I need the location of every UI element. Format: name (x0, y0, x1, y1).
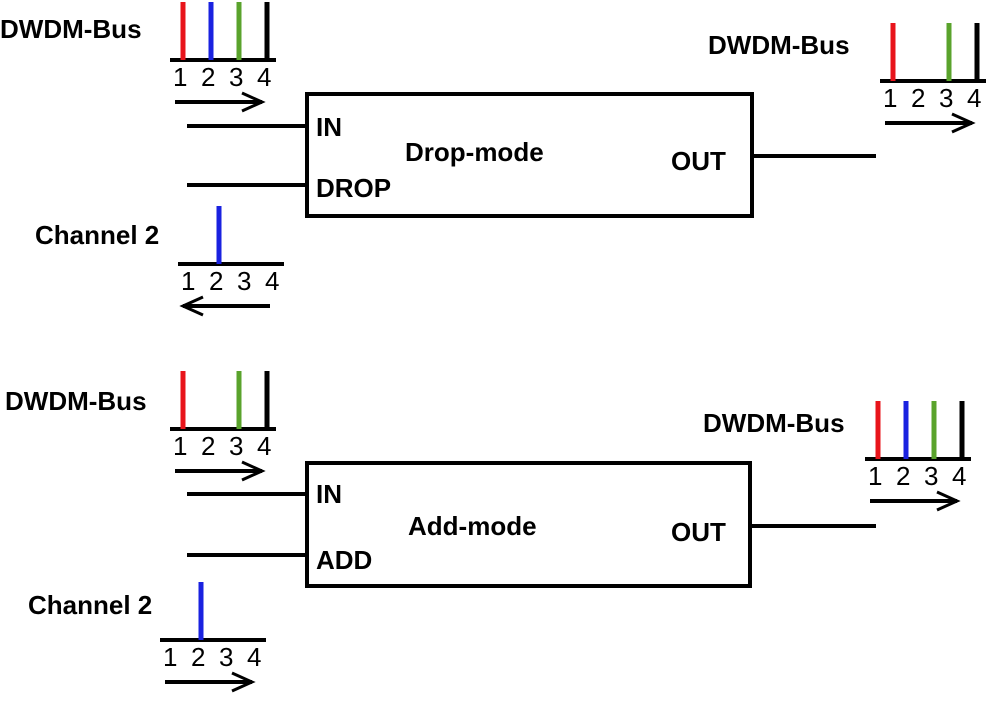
drop-mode-title: Drop-mode (405, 137, 544, 167)
drop-output-bus-label: DWDM-Bus (708, 30, 850, 60)
add-mode-title: Add-mode (408, 511, 537, 541)
drop-input-bus-channel-number: 3 (229, 62, 243, 92)
add-output-bus-direction-arrow-head (936, 490, 961, 512)
add-channel-bus-channel-number: 1 (163, 642, 177, 672)
drop-channel-label: Channel 2 (35, 220, 159, 250)
add-channel-bus-direction-arrow-head (231, 671, 256, 693)
drop-output-bus-channel-number: 3 (939, 83, 953, 113)
add-port-in: IN (316, 479, 342, 509)
add-input-bus-channel-number: 3 (229, 431, 243, 461)
drop-output-bus-direction-arrow-head (951, 112, 976, 134)
drop-port-out: OUT (671, 146, 726, 176)
drop-output-bus-channel-number: 4 (967, 83, 981, 113)
add-output-bus-label: DWDM-Bus (703, 408, 845, 438)
add-channel-bus-channel-number: 4 (247, 642, 261, 672)
add-channel-bus-channel-number: 2 (191, 642, 205, 672)
add-port-add: ADD (316, 545, 372, 575)
add-channel-bus-channel-number: 3 (219, 642, 233, 672)
add-input-bus-channel-number: 4 (257, 431, 271, 461)
add-channel-label: Channel 2 (28, 590, 152, 620)
drop-port-in: IN (316, 112, 342, 142)
drop-channel-bus-channel-number: 3 (237, 266, 251, 296)
add-output-bus-channel-number: 3 (924, 461, 938, 491)
add-input-bus-channel-number: 1 (173, 431, 187, 461)
drop-output-bus-channel-number: 1 (883, 83, 897, 113)
add-input-bus-label: DWDM-Bus (5, 386, 147, 416)
drop-output-bus-channel-number: 2 (911, 83, 925, 113)
add-output-bus-channel-number: 4 (952, 461, 966, 491)
add-input-bus-channel-number: 2 (201, 431, 215, 461)
drop-channel-bus-channel-number: 4 (265, 266, 279, 296)
drop-input-bus-channel-number: 4 (257, 62, 271, 92)
add-output-bus-channel-number: 2 (896, 461, 910, 491)
add-mode-block (305, 461, 752, 588)
add-input-bus-direction-arrow-head (241, 460, 266, 482)
drop-channel-bus-channel-number: 1 (181, 266, 195, 296)
drop-channel-bus-direction-arrow-head (179, 295, 204, 317)
drop-input-bus-channel-number: 2 (201, 62, 215, 92)
drop-port-drop: DROP (316, 173, 391, 203)
drop-input-bus-direction-arrow-head (241, 91, 266, 113)
add-port-out: OUT (671, 517, 726, 547)
drop-input-bus-channel-number: 1 (173, 62, 187, 92)
drop-input-bus-label: DWDM-Bus (0, 14, 142, 44)
drop-channel-bus-channel-number: 2 (209, 266, 223, 296)
add-output-bus-channel-number: 1 (868, 461, 882, 491)
